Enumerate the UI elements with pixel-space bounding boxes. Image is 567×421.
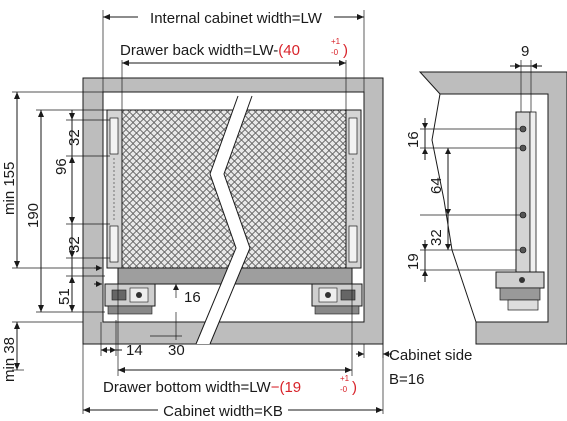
left-vertical-dimensions [12, 91, 110, 371]
dim-190: 190 [25, 203, 42, 228]
dim-16-bottom: 16 [184, 289, 201, 306]
hole-4 [519, 246, 527, 254]
break-line [196, 96, 252, 344]
dim-14: 14 [126, 342, 143, 359]
dim-9: 9 [521, 43, 529, 60]
drawer-bottom-tol-upper: +1 [340, 374, 350, 383]
bottom-small-dimensions [100, 284, 182, 356]
side-detail-view: 9 16 64 32 19 [405, 43, 567, 345]
drawer-bottom-width-label: Drawer bottom width=LW−(19 [103, 379, 301, 396]
cabinet-width-label: Cabinet width=KB [163, 403, 283, 420]
drawer-back-tol-upper: +1 [331, 37, 341, 46]
right-vertical-dimensions [420, 118, 520, 282]
hole-1 [519, 125, 527, 133]
dim-51: 51 [56, 288, 73, 305]
dim-30: 30 [168, 342, 185, 359]
dim-r64: 64 [428, 177, 445, 194]
right-side-profile [345, 109, 362, 269]
dim-r16: 16 [405, 131, 422, 148]
dim-min38: min 38 [1, 337, 18, 382]
front-view: Internal cabinet width=LW Drawer back wi… [1, 10, 472, 420]
drawer-bottom-width-dimension [117, 284, 353, 376]
internal-width-dimension [102, 10, 365, 92]
side-runner [495, 271, 545, 311]
dim-r32: 32 [428, 229, 445, 246]
dim-9-lines [510, 60, 542, 112]
dim-96: 96 [53, 158, 70, 175]
drawer-back-width-label: Drawer back width=LW-(40 [120, 42, 300, 59]
dim-min155: min 155 [1, 162, 18, 215]
dim-32-top: 32 [66, 129, 83, 146]
cabinet-side-thickness: B=16 [389, 371, 424, 388]
dim-32-bottom: 32 [66, 236, 83, 253]
drawer-bottom-paren-close: ) [352, 379, 357, 396]
drawer-back-tol-lower: -0 [331, 48, 339, 57]
side-cabinet-wall [418, 71, 567, 345]
cabinet-side-label: Cabinet side [389, 347, 472, 364]
left-runner [104, 283, 156, 315]
hole-2 [519, 144, 527, 152]
left-side-profile [106, 109, 123, 269]
dim-r19: 19 [405, 253, 422, 270]
drawer-bottom-tol-lower: -0 [340, 385, 348, 394]
drawer-back-paren-close: ) [343, 42, 348, 59]
hole-3 [519, 211, 527, 219]
right-runner [311, 283, 363, 315]
drawer-back-width-dimension [121, 60, 347, 110]
internal-width-label: Internal cabinet width=LW [150, 10, 323, 27]
cabinet-side-dimension [356, 344, 392, 358]
